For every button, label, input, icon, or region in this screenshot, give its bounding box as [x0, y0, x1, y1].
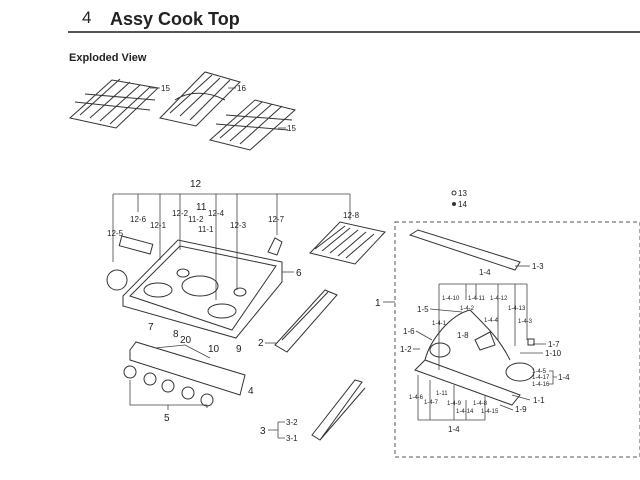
- manifold-part-2: [274, 289, 338, 353]
- label-12-7: 12-7: [268, 215, 285, 224]
- label-1-5: 1-5: [417, 305, 429, 314]
- label-15-right: 15: [287, 124, 296, 133]
- grate-center: [159, 71, 241, 127]
- label-1-2: 1-2: [400, 345, 412, 354]
- label-1: 1: [375, 298, 381, 309]
- label-1-4-15: 1-4-15: [481, 409, 499, 415]
- label-1-3: 1-3: [532, 262, 544, 271]
- label-12-3: 12-3: [230, 221, 247, 230]
- label-1-4-top: 1-4: [479, 268, 491, 277]
- section-number: 4: [82, 8, 92, 27]
- label-3-2: 3-2: [286, 418, 298, 427]
- label-1-8: 1-8: [457, 331, 469, 340]
- assembly-1-boundary: [394, 221, 640, 458]
- label-1-4-3: 1-4-3: [518, 319, 533, 325]
- label-3: 3: [260, 426, 266, 437]
- label-20: 20: [180, 335, 192, 346]
- burner-bracket: [408, 229, 521, 271]
- label-8: 8: [173, 329, 179, 340]
- label-1-7: 1-7: [548, 340, 560, 349]
- label-14: 14: [458, 200, 467, 209]
- label-4: 4: [248, 386, 254, 397]
- label-12-2: 12-2: [172, 209, 189, 218]
- label-5: 5: [164, 413, 170, 424]
- label-1-9: 1-9: [515, 405, 527, 414]
- label-1-4-4: 1-4-4: [484, 318, 499, 324]
- grate-right: [208, 99, 297, 151]
- label-1-4-10: 1-4-10: [442, 296, 460, 302]
- label-12-4: 12-4: [208, 209, 225, 218]
- label-12-5: 12-5: [107, 229, 124, 238]
- label-1-4-right: 1-4: [558, 373, 570, 382]
- label-1-4-8: 1-4-8: [473, 401, 488, 407]
- label-1-4-16: 1-4-16: [532, 382, 550, 388]
- label-1-4-14: 1-4-14: [456, 409, 474, 415]
- label-15-left: 15: [161, 84, 170, 93]
- label-1-4-6: 1-4-6: [409, 395, 424, 401]
- label-11-2: 11-2: [188, 215, 204, 224]
- label-1-4-7: 1-4-7: [424, 400, 439, 406]
- burner-manifold-assembly: [414, 309, 535, 406]
- label-1-4-12: 1-4-12: [490, 296, 508, 302]
- label-13: 13: [458, 189, 467, 198]
- label-1-4-1: 1-4-1: [432, 321, 447, 327]
- label-1-4-bottom: 1-4: [448, 425, 460, 434]
- label-1-4-2: 1-4-2: [460, 306, 475, 312]
- drip-rail: [311, 379, 366, 441]
- page-title: Assy Cook Top: [110, 9, 240, 29]
- label-1-10: 1-10: [545, 349, 562, 358]
- label-1-4-17: 1-4-17: [532, 375, 550, 381]
- label-11: 11: [196, 202, 207, 213]
- label-10: 10: [208, 344, 220, 355]
- header-divider: [68, 31, 640, 33]
- label-1-4-11: 1-4-11: [468, 296, 486, 302]
- label-9: 9: [236, 344, 242, 355]
- label-1-1: 1-1: [533, 396, 545, 405]
- label-7: 7: [148, 322, 154, 333]
- label-1-4-5: 1-4-5: [532, 369, 547, 375]
- label-3-1: 3-1: [286, 434, 298, 443]
- label-12: 12: [190, 179, 202, 190]
- label-1-4-13: 1-4-13: [508, 306, 526, 312]
- label-11-1: 11-1: [198, 225, 214, 234]
- control-panel: [123, 341, 246, 407]
- section-subtitle: Exploded View: [69, 52, 147, 64]
- label-2: 2: [258, 338, 264, 349]
- label-6: 6: [296, 268, 302, 279]
- grate-left: [68, 78, 160, 129]
- label-12-1: 12-1: [150, 221, 167, 230]
- label-1-6: 1-6: [403, 327, 415, 336]
- cooktop-panel: [106, 235, 283, 339]
- griddle-plate: [309, 221, 386, 265]
- label-1-11: 1-11: [436, 391, 448, 397]
- label-12-8: 12-8: [343, 211, 360, 220]
- label-16: 16: [237, 84, 246, 93]
- label-12-6: 12-6: [130, 215, 147, 224]
